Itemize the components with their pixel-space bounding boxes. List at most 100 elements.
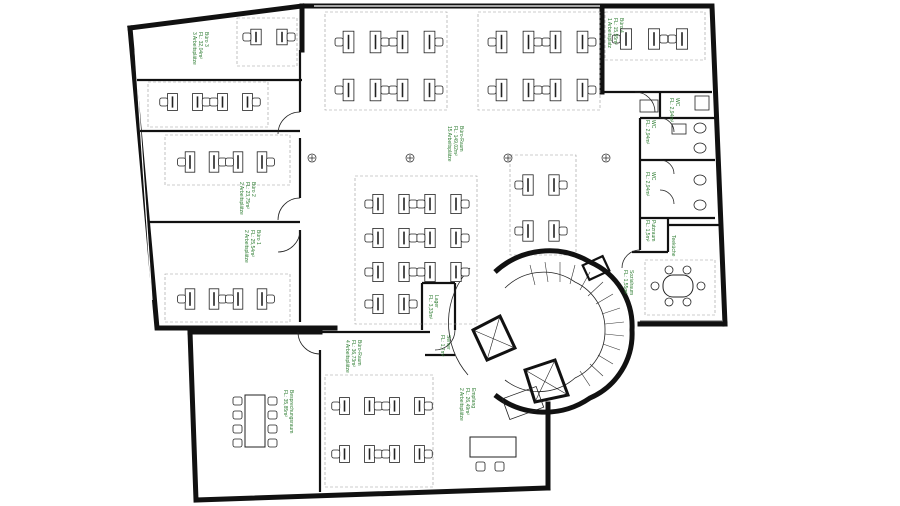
- chair-icon: [265, 157, 275, 167]
- chair-icon: [416, 233, 426, 243]
- chair-icon: [209, 97, 219, 107]
- chair-icon: [225, 157, 235, 167]
- chair-icon: [434, 37, 444, 47]
- label-sozialraum: Sozialraum FL: 1,55m²: [622, 270, 634, 296]
- workstation: [381, 397, 400, 415]
- workstation: [364, 227, 384, 248]
- chair-icon: [611, 34, 621, 44]
- workstation: [416, 193, 436, 214]
- workstation: [208, 151, 227, 173]
- chair-icon: [251, 97, 261, 107]
- chair-icon: [487, 37, 497, 47]
- chair-icon: [177, 157, 187, 167]
- workstation: [398, 261, 418, 282]
- workstation: [423, 78, 444, 102]
- chair-icon: [460, 233, 470, 243]
- chair-icon: [388, 37, 398, 47]
- chair-icon: [380, 85, 390, 95]
- workstation: [364, 261, 384, 282]
- chair-icon: [364, 267, 374, 277]
- label-putzraum: Putzraum FL: 1,5m²: [644, 220, 656, 243]
- doors: [277, 91, 675, 355]
- chair-icon: [541, 85, 551, 95]
- workstation: [364, 293, 384, 314]
- chair-icon: [373, 401, 383, 411]
- chair-icon: [388, 85, 398, 95]
- chair-icon: [533, 85, 543, 95]
- workstation: [414, 397, 433, 415]
- wc-fixtures: [639, 95, 710, 211]
- workstation: [487, 78, 508, 102]
- chair-icon: [331, 449, 341, 459]
- chair-icon: [201, 97, 211, 107]
- workstation: [450, 261, 470, 282]
- label-wc3: WC FL: 2,94m²: [644, 172, 656, 197]
- workstation: [334, 30, 355, 54]
- workstation: [648, 28, 669, 50]
- workstation: [398, 293, 418, 314]
- meeting-table-besprechung: [232, 394, 278, 448]
- label-buero2: Büro 2 FL: 23,75m² 2 Arbeitsplätze: [238, 182, 256, 215]
- label-besprechung: Besprechungsraum FL: 35,85m²: [282, 390, 294, 435]
- workstation: [576, 78, 597, 102]
- chair-icon: [334, 37, 344, 47]
- workstation: [331, 397, 350, 415]
- workstation: [364, 445, 383, 463]
- workstation: [225, 288, 244, 310]
- chair-icon: [225, 294, 235, 304]
- furniture: [159, 28, 689, 463]
- chair-icon: [558, 180, 568, 190]
- chair-icon: [381, 401, 391, 411]
- workstation: [611, 28, 633, 50]
- workstation: [398, 193, 418, 214]
- workstation: [369, 30, 390, 54]
- chair-icon: [587, 85, 597, 95]
- chair-icon: [331, 401, 341, 411]
- label-wc2: WC FL: 2,94m²: [644, 120, 656, 145]
- chair-icon: [533, 37, 543, 47]
- chair-icon: [659, 34, 669, 44]
- chair-icon: [416, 199, 426, 209]
- workstation: [416, 227, 436, 248]
- reception-desk: [469, 385, 545, 472]
- chair-icon: [381, 449, 391, 459]
- workstation: [487, 30, 508, 54]
- label-teekueche: Teeküche: [670, 235, 676, 257]
- chair-icon: [364, 299, 374, 309]
- workstation: [514, 220, 534, 242]
- workstation: [522, 30, 543, 54]
- workstation: [398, 227, 418, 248]
- interior-walls: [137, 50, 722, 492]
- workstation: [256, 151, 275, 173]
- chair-icon: [434, 85, 444, 95]
- spiral-staircase: [448, 248, 635, 415]
- workstation: [276, 28, 296, 46]
- workstation: [388, 78, 409, 102]
- chair-icon: [373, 449, 383, 459]
- chair-icon: [364, 199, 374, 209]
- chair-icon: [514, 180, 524, 190]
- chair-icon: [217, 294, 227, 304]
- chair-icon: [541, 37, 551, 47]
- chair-icon: [587, 37, 597, 47]
- workstation: [334, 78, 355, 102]
- label-server: Server FL: 1,7m²: [439, 335, 451, 357]
- workstation: [450, 193, 470, 214]
- workstation: [225, 151, 244, 173]
- label-buero4: Büro 4 FL: 15,55m² 1 Arbeitsplatz: [606, 18, 624, 49]
- workstation: [416, 261, 436, 282]
- label-buero-raum-main: Büro-Raum FL: 149,02m² 15 Arbeitsplätze: [446, 126, 464, 162]
- chair-icon: [408, 299, 418, 309]
- workstation: [514, 174, 534, 196]
- ceiling-lights: [307, 153, 611, 163]
- chair-icon: [423, 449, 433, 459]
- chair-icon: [159, 97, 169, 107]
- chair-icon: [265, 294, 275, 304]
- workstation: [548, 174, 568, 196]
- chair-icon: [408, 267, 418, 277]
- chair-icon: [416, 267, 426, 277]
- label-wc1: WC FL: 2,94m²: [668, 98, 680, 123]
- workstation: [192, 93, 211, 111]
- workstation: [364, 397, 383, 415]
- workstation: [548, 220, 568, 242]
